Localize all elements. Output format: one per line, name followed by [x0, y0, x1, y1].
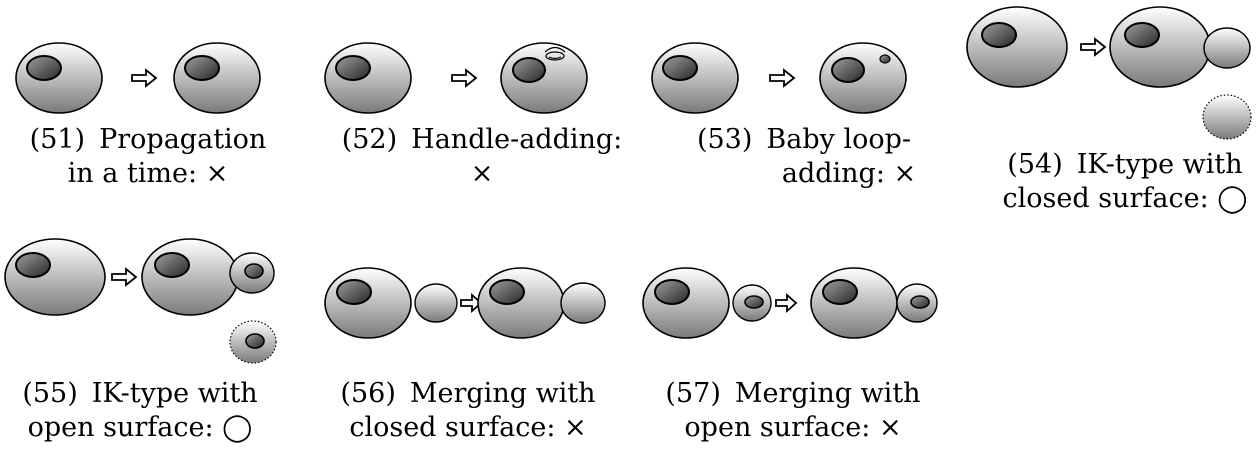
- blob: [500, 42, 588, 114]
- hole: [981, 22, 1017, 48]
- blob: [1109, 6, 1211, 88]
- hole: [244, 263, 264, 279]
- hole: [245, 333, 265, 349]
- right-double-arrow-icon: [451, 68, 478, 88]
- hole: [512, 57, 546, 83]
- baby-loop: [879, 54, 891, 64]
- caption-57: (57) Merging with open surface: ×: [665, 377, 920, 445]
- right-double-arrow-icon: [769, 68, 796, 88]
- caption-line: Merging with: [734, 378, 921, 409]
- caption-line: Handle-adding:: [411, 124, 623, 155]
- baby-universe: [560, 282, 606, 324]
- panel-57: [642, 267, 938, 339]
- hole: [910, 295, 930, 309]
- caption-line: closed surface: ◯: [1002, 183, 1248, 214]
- caption-54: (54) IK-type with closed surface: ◯: [1003, 148, 1248, 216]
- handle-icon: [544, 46, 566, 61]
- caption-line: Baby loop-: [766, 124, 912, 155]
- caption-line: Propagation: [99, 124, 267, 155]
- baby-universe: [414, 283, 458, 323]
- hole: [1124, 22, 1160, 48]
- hole: [744, 295, 764, 309]
- blob: [324, 267, 412, 339]
- caption-line: IK-type with: [91, 378, 258, 409]
- figure-number: (57): [665, 378, 721, 409]
- hole: [489, 279, 525, 305]
- blob: [642, 267, 730, 339]
- right-double-arrow-icon: [111, 267, 138, 287]
- blob: [15, 42, 103, 114]
- caption-line: Merging with: [409, 378, 596, 409]
- caption-line: open surface: ×: [684, 412, 902, 443]
- hole: [184, 55, 220, 81]
- caption-line: IK-type with: [1076, 149, 1243, 180]
- hole: [335, 55, 371, 81]
- right-double-arrow-icon: [1080, 37, 1107, 57]
- caption-56: (56) Merging with closed surface: ×: [340, 377, 595, 445]
- caption-line: open surface: ◯: [27, 412, 253, 443]
- baby-universe: [1203, 27, 1251, 69]
- hole: [336, 279, 372, 305]
- right-double-arrow-icon: [775, 292, 798, 314]
- caption-line: closed surface: ×: [349, 412, 587, 443]
- figure-number: (56): [340, 378, 396, 409]
- hole: [15, 252, 51, 278]
- figure-number: (54): [1007, 149, 1063, 180]
- panel-54: [966, 6, 1252, 140]
- hole: [831, 57, 865, 83]
- hole: [154, 252, 190, 278]
- figure-number: (52): [341, 124, 398, 155]
- baby-universe-closed: [1202, 94, 1252, 140]
- caption-51: (51) Propagation in a time: ×: [30, 123, 267, 191]
- panel-51: [15, 42, 261, 114]
- blob: [324, 42, 412, 114]
- caption-55: (55) IK-type with open surface: ◯: [22, 377, 257, 445]
- caption-line: adding: ×: [781, 158, 917, 189]
- blob: [651, 42, 739, 114]
- blob: [173, 42, 261, 114]
- right-double-arrow-icon: [460, 292, 483, 314]
- hole: [822, 279, 858, 305]
- figure-number: (53): [696, 124, 753, 155]
- blob: [4, 238, 106, 316]
- panel-56: [324, 267, 606, 339]
- hole: [662, 55, 698, 81]
- right-double-arrow-icon: [131, 68, 158, 88]
- hole: [654, 279, 690, 305]
- caption-line: ×: [470, 158, 494, 189]
- blob: [819, 42, 907, 114]
- caption-52: (52) Handle-adding: ×: [342, 123, 623, 191]
- caption-53: (53) Baby loop- adding: ×: [692, 123, 916, 191]
- panel-53: [651, 42, 907, 114]
- blob: [966, 6, 1068, 88]
- figure-number: (51): [29, 124, 86, 155]
- hole: [26, 55, 62, 81]
- panel-55: [4, 238, 277, 364]
- figure-number: (55): [22, 378, 78, 409]
- blob: [477, 267, 565, 339]
- panel-52: [324, 42, 588, 114]
- blob: [810, 267, 898, 339]
- caption-line: in a time: ×: [67, 158, 229, 189]
- blob: [141, 238, 239, 316]
